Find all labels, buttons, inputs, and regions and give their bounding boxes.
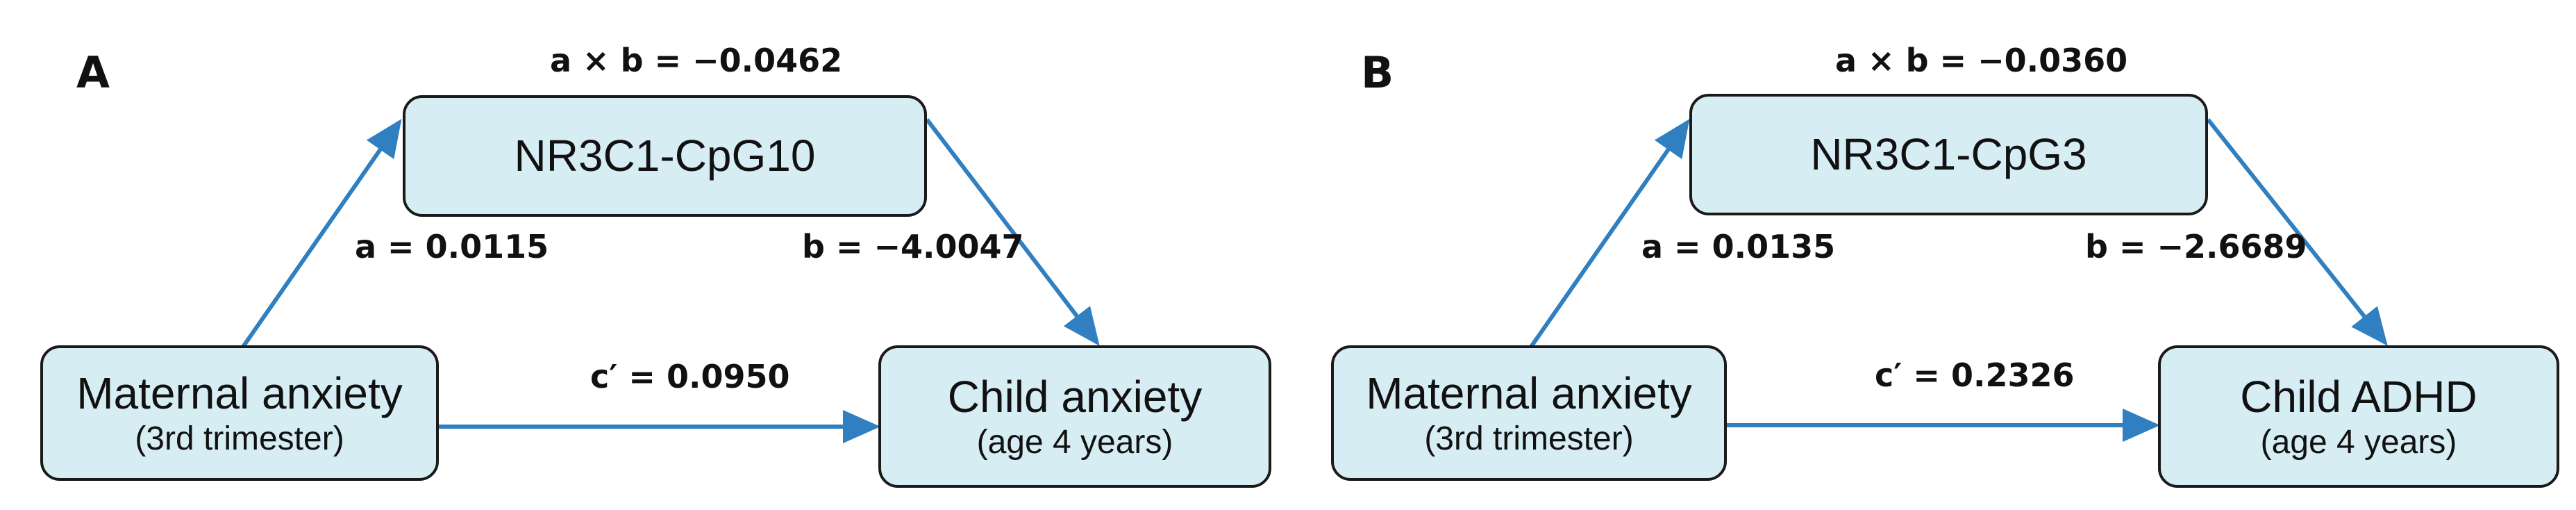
outcome-box: Child ADHD (age 4 years) <box>2158 345 2559 488</box>
mediator-box: NR3C1-CpG10 <box>403 95 927 217</box>
path-a-label: a = 0.0135 <box>1641 228 1836 265</box>
path-b-arrow <box>2206 118 2388 346</box>
arrows-a <box>240 118 1100 443</box>
exposure-sub: (3rd trimester) <box>1424 420 1634 457</box>
exposure-name: Maternal anxiety <box>76 368 403 419</box>
indirect-effect-label: a × b = −0.0360 <box>1835 42 2128 79</box>
exposure-box: Maternal anxiety (3rd trimester) <box>1331 345 1727 481</box>
path-c-label: c′ = 0.2326 <box>1875 356 2075 394</box>
path-a-label: a = 0.0115 <box>355 228 549 265</box>
outcome-name: Child ADHD <box>2240 372 2477 422</box>
path-a-arrow <box>1528 119 1690 350</box>
arrows-b <box>1528 118 2388 442</box>
outcome-sub: (age 4 years) <box>2260 423 2457 461</box>
mediation-diagram-a: A a × b = −0.0462 NR3C1-CpG10 a = 0.0115… <box>40 42 1271 488</box>
mediation-diagram-b: B a × b = −0.0360 NR3C1-CpG3 a = 0.0135 … <box>1288 0 2576 510</box>
mediator-name: NR3C1-CpG10 <box>514 130 816 181</box>
path-b-label: b = −2.6689 <box>2085 228 2307 265</box>
outcome-sub: (age 4 years) <box>976 423 1173 461</box>
exposure-name: Maternal anxiety <box>1366 368 1692 419</box>
indirect-effect-label: a × b = −0.0462 <box>550 42 843 79</box>
path-b-label: b = −4.0047 <box>802 228 1024 265</box>
exposure-box: Maternal anxiety (3rd trimester) <box>40 345 439 481</box>
panel-label: B <box>1361 47 1394 98</box>
mediator-name: NR3C1-CpG3 <box>1810 129 2087 179</box>
path-a-arrow <box>240 119 402 350</box>
outcome-box: Child anxiety (age 4 years) <box>878 345 1271 488</box>
mediator-box: NR3C1-CpG3 <box>1689 94 2208 215</box>
path-c-label: c′ = 0.0950 <box>590 358 790 395</box>
path-b-arrow <box>925 118 1100 346</box>
panel-label: A <box>76 47 110 98</box>
outcome-name: Child anxiety <box>947 372 1203 422</box>
exposure-sub: (3rd trimester) <box>135 420 344 457</box>
